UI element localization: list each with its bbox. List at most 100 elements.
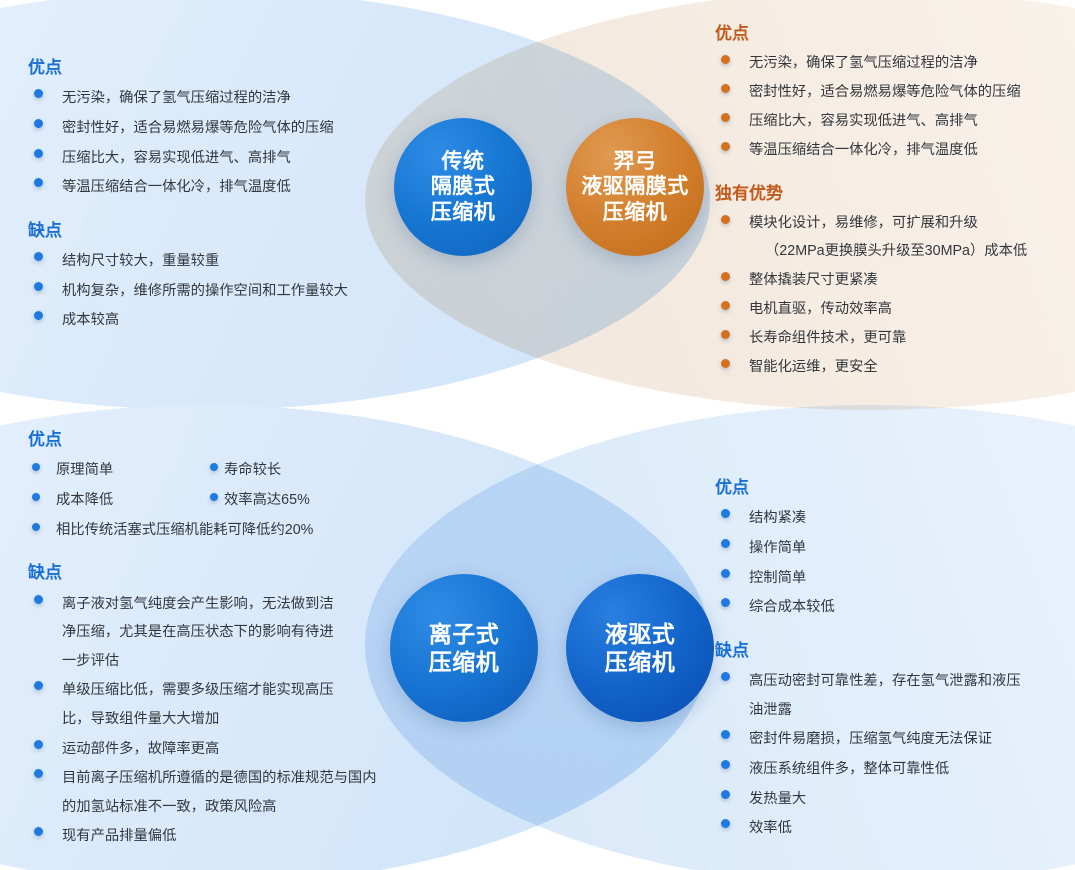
list-item: 压缩比大，容易实现低进气、高排气 bbox=[28, 144, 428, 173]
list-item: 高压动密封可靠性差，存在氢气泄露和液压 油泄露 bbox=[715, 667, 1067, 724]
circle-label-line1: 羿弓 bbox=[613, 149, 657, 173]
list-item-text: 密封件易磨损，压缩氢气纯度无法保证 bbox=[749, 731, 993, 748]
cons-heading: 缺点 bbox=[28, 220, 62, 240]
list-item-text-cont: 油泄露 bbox=[749, 701, 792, 718]
pros-list-full: 相比传统活塞式压缩机能耗可降低约20% bbox=[28, 516, 448, 545]
list-item: 结构尺寸较大，重量较重 bbox=[28, 247, 428, 276]
spacer bbox=[28, 203, 428, 221]
list-item-text: 无污染，确保了氢气压缩过程的洁净 bbox=[749, 55, 978, 72]
list-item: 成本降低 bbox=[28, 486, 208, 515]
list-item-text: 运动部件多，故障率更高 bbox=[62, 740, 220, 757]
list-item-text-cont: 净压缩，尤其是在高压状态下的影响有待进 bbox=[62, 624, 334, 641]
list-item-text: 整体撬装尺寸更紧凑 bbox=[749, 272, 878, 289]
bullet-dot-icon bbox=[34, 594, 43, 604]
circle-label-line3: 压缩机 bbox=[430, 200, 496, 224]
circle-liquid-driven-compressor[interactable]: 液驱式 压缩机 bbox=[566, 574, 714, 722]
list-item-text: 原理简单 bbox=[56, 462, 114, 479]
list-item: 原理简单 bbox=[28, 456, 208, 485]
circle-label-line2: 液驱隔膜式 bbox=[581, 175, 689, 199]
list-item: 现有产品排量偏低 bbox=[28, 822, 448, 851]
list-item-text: 成本降低 bbox=[56, 491, 114, 508]
list-item-text: 综合成本较低 bbox=[749, 599, 835, 616]
cons-heading: 缺点 bbox=[28, 563, 62, 583]
bullet-dot-icon bbox=[721, 759, 730, 769]
circle-label-line2: 压缩机 bbox=[604, 649, 676, 675]
bullet-dot-icon bbox=[34, 311, 43, 321]
bullet-dot-icon bbox=[721, 730, 730, 740]
bullet-dot-icon bbox=[32, 492, 40, 501]
panel-traditional-diaphragm: 优点 无污染，确保了氢气压缩过程的洁净 密封性好，适合易燃易爆等危险气体的压缩 … bbox=[28, 58, 428, 336]
cons-list: 结构尺寸较大，重量较重 机构复杂，维修所需的操作空间和工作量较大 成本较高 bbox=[28, 247, 428, 335]
circle-label-line1: 液驱式 bbox=[604, 620, 676, 647]
list-item-text: 等温压缩结合一体化冷，排气温度低 bbox=[62, 179, 291, 196]
bullet-dot-icon bbox=[721, 272, 730, 282]
list-item: 机构复杂，维修所需的操作空间和工作量较大 bbox=[28, 277, 428, 306]
list-item-text: 单级压缩比低，需要多级压缩才能实现高压 bbox=[62, 682, 334, 699]
circle-label-line2: 压缩机 bbox=[428, 649, 500, 675]
list-item: 控制简单 bbox=[715, 564, 1067, 593]
pros-heading: 优点 bbox=[715, 24, 749, 43]
bullet-dot-icon bbox=[721, 84, 730, 94]
list-item-text: 效率低 bbox=[749, 820, 792, 837]
list-item-text: 寿命较长 bbox=[224, 462, 282, 479]
bullet-dot-icon bbox=[32, 522, 40, 531]
list-item: 等温压缩结合一体化冷，排气温度低 bbox=[28, 173, 428, 202]
panel-yigong-liquid-diaphragm: 优点 无污染，确保了氢气压缩过程的洁净 密封性好，适合易燃易爆等危险气体的压缩 … bbox=[715, 24, 1067, 383]
list-item-text-cont: 的加氢站标准不一致，政策风险高 bbox=[62, 798, 277, 815]
bullet-dot-icon bbox=[34, 769, 43, 779]
list-item-text-cont2: 一步评估 bbox=[62, 652, 120, 669]
list-item-text: 相比传统活塞式压缩机能耗可降低约20% bbox=[56, 521, 314, 538]
list-item: 密封件易磨损，压缩氢气纯度无法保证 bbox=[715, 725, 1067, 754]
list-item: 操作简单 bbox=[715, 534, 1067, 563]
bullet-dot-icon bbox=[34, 148, 43, 158]
bullet-dot-icon bbox=[32, 463, 40, 472]
circle-traditional-diaphragm-compressor[interactable]: 传统 隔膜式 压缩机 bbox=[394, 118, 532, 256]
circle-ionic-compressor[interactable]: 离子式 压缩机 bbox=[390, 574, 538, 722]
list-item-text: 长寿命组件技术，更可靠 bbox=[749, 329, 907, 346]
list-item: 离子液对氢气纯度会产生影响，无法做到洁 净压缩，尤其是在高压状态下的影响有待进 … bbox=[28, 590, 448, 676]
list-item: 单级压缩比低，需要多级压缩才能实现高压 比，导致组件量大大增加 bbox=[28, 676, 448, 733]
list-item: 相比传统活塞式压缩机能耗可降低约20% bbox=[28, 516, 448, 545]
list-item-text: 成本较高 bbox=[62, 312, 120, 329]
cons-list: 高压动密封可靠性差，存在氢气泄露和液压 油泄露 密封件易磨损，压缩氢气纯度无法保… bbox=[715, 667, 1067, 843]
list-item-text: 操作简单 bbox=[749, 539, 807, 556]
list-item-text: 压缩比大，容易实现低进气、高排气 bbox=[749, 113, 978, 130]
list-item-text: 模块化设计，易维修，可扩展和升级 bbox=[749, 215, 978, 232]
list-item: 发热量大 bbox=[715, 785, 1067, 814]
unique-advantage-list: 模块化设计，易维修，可扩展和升级 （22MPa更换膜头升级至30MPa）成本低 … bbox=[715, 210, 1067, 381]
bullet-dot-icon bbox=[721, 819, 730, 829]
list-item: 密封性好，适合易燃易爆等危险气体的压缩 bbox=[28, 114, 428, 143]
pros-list: 无污染，确保了氢气压缩过程的洁净 密封性好，适合易燃易爆等危险气体的压缩 压缩比… bbox=[715, 50, 1067, 165]
list-item-text: 液压系统组件多，整体可靠性低 bbox=[749, 760, 950, 777]
list-item: 密封性好，适合易燃易爆等危险气体的压缩 bbox=[715, 79, 1067, 107]
spacer bbox=[715, 166, 1067, 184]
list-item-text: 目前离子压缩机所遵循的是德国的标准规范与国内 bbox=[62, 770, 377, 787]
list-item-text: 离子液对氢气纯度会产生影响，无法做到洁 bbox=[62, 595, 334, 612]
bullet-dot-icon bbox=[721, 538, 730, 548]
list-item-text: 密封性好，适合易燃易爆等危险气体的压缩 bbox=[749, 84, 1021, 101]
bullet-dot-icon bbox=[721, 598, 730, 608]
list-item: 等温压缩结合一体化冷，排气温度低 bbox=[715, 137, 1067, 165]
bullet-dot-icon bbox=[34, 281, 43, 291]
circle-label-line1: 传统 bbox=[441, 149, 485, 173]
bullet-dot-icon bbox=[721, 142, 730, 152]
list-item: 智能化运维，更安全 bbox=[715, 354, 1067, 382]
bullet-dot-icon bbox=[34, 681, 43, 691]
panel-liquid-driven-compressor: 优点 结构紧凑 操作简单 控制简单 综合成本较低 缺点 高压动密封可靠性差，存在… bbox=[715, 478, 1067, 844]
circle-yigong-liquid-diaphragm-compressor[interactable]: 羿弓 液驱隔膜式 压缩机 bbox=[566, 118, 704, 256]
bullet-dot-icon bbox=[721, 509, 730, 519]
pros-heading: 优点 bbox=[715, 478, 749, 497]
list-item-text: 发热量大 bbox=[749, 790, 807, 807]
list-item-text: 结构尺寸较大，重量较重 bbox=[62, 253, 220, 270]
bullet-dot-icon bbox=[34, 827, 43, 837]
panel-ionic-compressor: 优点 原理简单 成本降低 寿命较长 效率高达65% 相比传统活塞式压缩机能耗可降… bbox=[28, 430, 448, 852]
list-item: 目前离子压缩机所遵循的是德国的标准规范与国内 的加氢站标准不一致，政策风险高 bbox=[28, 764, 448, 821]
list-item: 寿命较长 bbox=[208, 456, 418, 485]
bullet-dot-icon bbox=[34, 739, 43, 749]
list-item: 综合成本较低 bbox=[715, 593, 1067, 622]
spacer bbox=[28, 545, 448, 563]
bullet-dot-icon bbox=[34, 178, 43, 188]
cons-heading: 缺点 bbox=[715, 640, 749, 660]
list-item: 整体撬装尺寸更紧凑 bbox=[715, 267, 1067, 295]
